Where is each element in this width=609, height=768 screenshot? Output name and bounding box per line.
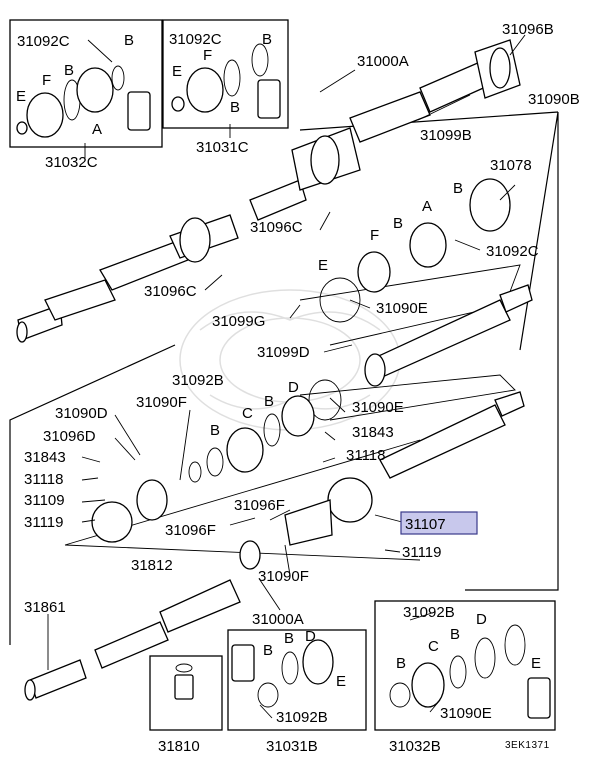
label-31090e: 31090E bbox=[352, 399, 404, 416]
label-31092b: 31092B bbox=[403, 604, 455, 621]
label-b: B bbox=[64, 62, 74, 79]
label-31861: 31861 bbox=[24, 599, 66, 616]
label-b: B bbox=[284, 630, 294, 647]
label-e: E bbox=[336, 673, 346, 690]
label-31109: 31109 bbox=[24, 492, 65, 509]
label-31096b: 31096B bbox=[502, 21, 554, 38]
bottom-propeller-shaft bbox=[24, 540, 261, 701]
label-31092c: 31092C bbox=[17, 33, 70, 50]
diagram-code: 3EK1371 bbox=[505, 740, 550, 751]
label-31812: 31812 bbox=[131, 557, 173, 574]
highlight-31107 bbox=[400, 511, 478, 535]
label-31119: 31119 bbox=[24, 514, 64, 531]
label-31092c: 31092C bbox=[486, 243, 539, 260]
label-31031c: 31031C bbox=[196, 139, 249, 156]
front-propeller-shaft bbox=[16, 39, 521, 343]
label-31090b: 31090B bbox=[528, 91, 580, 108]
inset-31031c-parts bbox=[171, 43, 281, 119]
label-31118: 31118 bbox=[24, 471, 64, 488]
label-b: B bbox=[263, 642, 273, 659]
label-31092b: 31092B bbox=[276, 709, 328, 726]
rear-assembly-outline bbox=[9, 111, 559, 645]
rear-propeller-shaft-lower bbox=[284, 391, 525, 546]
label-b: B bbox=[453, 180, 463, 197]
label-31092c: 31092C bbox=[169, 31, 222, 48]
label-31843: 31843 bbox=[24, 449, 66, 466]
label-b: B bbox=[230, 99, 240, 116]
center-bearing-assembly bbox=[91, 395, 315, 543]
label-31096f: 31096F bbox=[165, 522, 216, 539]
inset-31810-parts bbox=[174, 663, 194, 700]
label-c: C bbox=[428, 638, 439, 655]
label-d: D bbox=[305, 628, 316, 645]
part-labels: 31092C B F B E A 31032C 31092C F B E B 3… bbox=[16, 21, 580, 755]
label-d: D bbox=[476, 611, 487, 628]
inset-31032c-parts bbox=[16, 65, 151, 138]
inset-31032b-box bbox=[374, 600, 556, 731]
leader-lines bbox=[47, 34, 526, 719]
inset-31031b-box bbox=[227, 629, 367, 731]
label-31118: 31118 bbox=[346, 447, 386, 464]
label-31000a: 31000A bbox=[252, 611, 304, 628]
label-b: B bbox=[124, 32, 134, 49]
label-e: E bbox=[318, 257, 328, 274]
label-31078: 31078 bbox=[490, 157, 532, 174]
label-a: A bbox=[422, 198, 432, 215]
label-d: D bbox=[288, 379, 299, 396]
inset-31031b-parts bbox=[231, 639, 334, 708]
inset-31032c-box bbox=[9, 19, 163, 148]
label-31107: 31107 bbox=[405, 516, 446, 533]
label-31090f: 31090F bbox=[258, 568, 309, 585]
label-e: E bbox=[531, 655, 541, 672]
label-31090e: 31090E bbox=[376, 300, 428, 317]
label-31096c: 31096C bbox=[144, 283, 197, 300]
label-a: A bbox=[92, 121, 102, 138]
label-e: E bbox=[172, 63, 182, 80]
label-b: B bbox=[396, 655, 406, 672]
label-31096c: 31096C bbox=[250, 219, 303, 236]
label-31096d: 31096D bbox=[43, 428, 96, 445]
label-31092b: 31092B bbox=[172, 372, 224, 389]
label-31810: 31810 bbox=[158, 738, 200, 755]
label-f: F bbox=[370, 227, 379, 244]
label-31032c: 31032C bbox=[45, 154, 98, 171]
label-b: B bbox=[450, 626, 460, 643]
inset-31810-box bbox=[149, 655, 223, 731]
inset-31032b-parts bbox=[389, 624, 551, 719]
label-b: B bbox=[393, 215, 403, 232]
label-b: B bbox=[262, 31, 272, 48]
label-31032b: 31032B bbox=[389, 738, 441, 755]
label-31000a: 31000A bbox=[357, 53, 409, 70]
label-31099d: 31099D bbox=[257, 344, 310, 361]
label-b: B bbox=[264, 393, 274, 410]
label-31090d: 31090D bbox=[55, 405, 108, 422]
label-31096f: 31096F bbox=[234, 497, 285, 514]
upper-parallelogram bbox=[299, 264, 521, 346]
inset-31031c-box bbox=[162, 19, 289, 129]
middle-parallelogram bbox=[299, 374, 516, 421]
label-31099b: 31099B bbox=[420, 127, 472, 144]
label-31090f: 31090F bbox=[136, 394, 187, 411]
label-31099g: 31099G bbox=[212, 313, 265, 330]
label-31843: 31843 bbox=[352, 424, 394, 441]
label-31031b: 31031B bbox=[266, 738, 318, 755]
label-e: E bbox=[16, 88, 26, 105]
label-f: F bbox=[42, 72, 51, 89]
label-c: C bbox=[242, 405, 253, 422]
label-f: F bbox=[203, 47, 212, 64]
rear-propeller-shaft-upper bbox=[308, 178, 533, 421]
label-31119: 31119 bbox=[402, 544, 442, 561]
label-b: B bbox=[210, 422, 220, 439]
label-31090e: 31090E bbox=[440, 705, 492, 722]
